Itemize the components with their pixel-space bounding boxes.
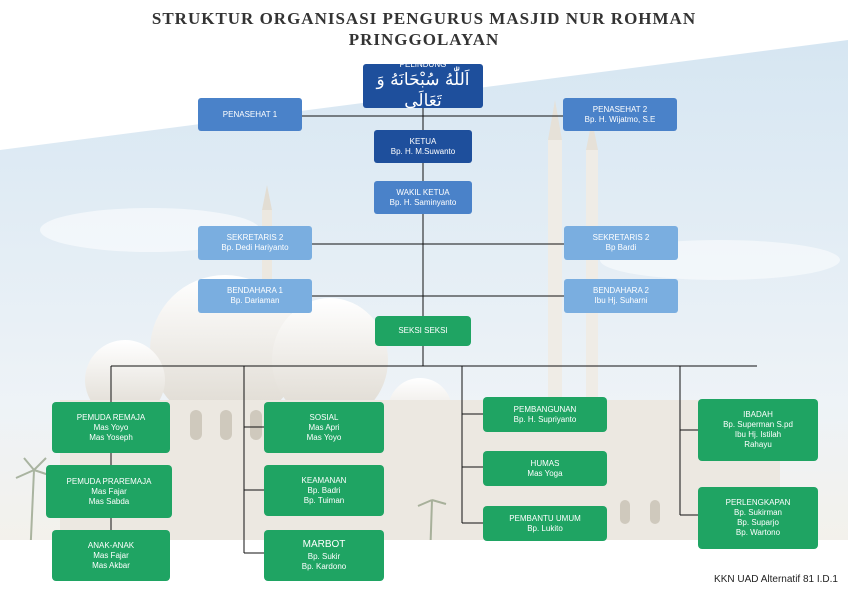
anak-anak-box: ANAK-ANAK Mas Fajar Mas Akbar	[52, 530, 170, 581]
sosial-box: SOSIAL Mas Apri Mas Yoyo	[264, 402, 384, 453]
ibadah-member-1: Bp. Superman S.pd	[723, 420, 793, 429]
penasehat2-title: PENASEHAT 2	[592, 104, 648, 114]
ketua-title: KETUA	[409, 136, 437, 146]
sosial-member-2: Mas Yoyo	[306, 432, 342, 442]
pemuda-remaja-box: PEMUDA REMAJA Mas Yoyo Mas Yoseph	[52, 402, 170, 453]
pembangunan-member-1: Bp. H. Supriyanto	[513, 414, 577, 424]
marbot-member-1: Bp. Sukir	[307, 551, 341, 561]
pemuda-remaja-member-2: Mas Yoseph	[89, 432, 133, 442]
penasehat1-title: PENASEHAT 1	[222, 109, 278, 119]
anak-anak-member-2: Mas Akbar	[92, 560, 130, 570]
pembangunan-title: PEMBANGUNAN	[513, 404, 577, 414]
sekretaris-right-title: SEKRETARIS 2	[592, 233, 650, 242]
marbot-title: MARBOT	[302, 539, 346, 551]
pemuda-remaja-title: PEMUDA REMAJA	[76, 412, 146, 422]
keamanan-title: KEAMANAN	[301, 475, 347, 485]
perlengkapan-member-2: Bp. Suparjo	[737, 518, 779, 527]
credit-text: KKN UAD Alternatif 81 I.D.1	[714, 574, 838, 585]
sekretaris-right-name: Bp Bardi	[605, 243, 637, 252]
pembantu-umum-box: PEMBANTU UMUM Bp. Lukito	[483, 506, 607, 541]
perlengkapan-title: PERLENGKAPAN	[725, 498, 791, 507]
chart-title-line1: STRUKTUR ORGANISASI PENGURUS MASJID NUR …	[151, 9, 697, 28]
pemuda-remaja-member-1: Mas Yoyo	[93, 422, 129, 432]
marbot-box: MARBOT Bp. Sukir Bp. Kardono	[264, 530, 384, 581]
ibadah-member-3: Rahayu	[744, 440, 772, 449]
wakil-ketua-name: Bp. H. Saminyanto	[389, 197, 457, 207]
sekretaris-left-box: SEKRETARIS 2 Bp. Dedi Hariyanto	[198, 226, 312, 260]
sosial-title: SOSIAL	[309, 412, 339, 422]
penasehat2-name: Bp. H. Wijatmo, S.E	[584, 114, 656, 124]
sekretaris-left-name: Bp. Dedi Hariyanto	[221, 243, 289, 252]
ibadah-member-2: Ibu Hj. Istilah	[734, 430, 782, 439]
perlengkapan-member-3: Bp. Wartono	[735, 528, 781, 537]
ketua-box: KETUA Bp. H. M.Suwanto	[374, 130, 472, 163]
humas-member-1: Mas Yoga	[527, 468, 563, 478]
pemuda-praremaja-title: PEMUDA PRAREMAJA	[66, 476, 152, 486]
ibadah-title: IBADAH	[743, 410, 773, 419]
seksi-seksi-title: SEKSI SEKSI	[398, 326, 448, 335]
bendahara-left-name: Bp. Dariaman	[230, 296, 280, 305]
sekretaris-left-title: SEKRETARIS 2	[226, 233, 284, 242]
penasehat1-box: PENASEHAT 1	[198, 98, 302, 131]
bendahara-right-name: Ibu Hj. Suharni	[594, 296, 648, 305]
keamanan-member-2: Bp. Tuiman	[303, 495, 345, 505]
pelindung-title: PELINDUNG	[399, 59, 447, 69]
bendahara-right-box: BENDAHARA 2 Ibu Hj. Suharni	[564, 279, 678, 313]
keamanan-box: KEAMANAN Bp. Badri Bp. Tuiman	[264, 465, 384, 516]
seksi-seksi-box: SEKSI SEKSI	[375, 316, 471, 346]
bendahara-right-title: BENDAHARA 2	[592, 286, 650, 295]
humas-title: HUMAS	[530, 458, 560, 468]
pemuda-praremaja-member-1: Mas Fajar	[91, 486, 127, 496]
ibadah-box: IBADAH Bp. Superman S.pd Ibu Hj. Istilah…	[698, 399, 818, 461]
pembantu-umum-member-1: Bp. Lukito	[527, 523, 563, 533]
anak-anak-title: ANAK-ANAK	[87, 540, 135, 550]
pemuda-praremaja-member-2: Mas Sabda	[88, 496, 130, 506]
pelindung-box: PELINDUNG اَللّٰهُ سُبْحَانَهُ وَ تَعَال…	[363, 60, 483, 111]
pembantu-umum-title: PEMBANTU UMUM	[509, 513, 581, 523]
pemuda-praremaja-box: PEMUDA PRAREMAJA Mas Fajar Mas Sabda	[46, 465, 172, 518]
penasehat2-box: PENASEHAT 2 Bp. H. Wijatmo, S.E	[563, 98, 677, 131]
keamanan-member-1: Bp. Badri	[307, 485, 341, 495]
marbot-member-2: Bp. Kardono	[301, 561, 347, 571]
bendahara-left-title: BENDAHARA 1	[226, 286, 284, 295]
ketua-name: Bp. H. M.Suwanto	[390, 146, 456, 156]
perlengkapan-member-1: Bp. Sukirman	[733, 508, 783, 517]
bendahara-left-box: BENDAHARA 1 Bp. Dariaman	[198, 279, 312, 313]
pelindung-name: اَللّٰهُ سُبْحَانَهُ وَ تَعَالَى	[376, 69, 470, 111]
chart-title-line2: PRINGGOLAYAN	[348, 30, 500, 49]
sosial-member-1: Mas Apri	[308, 422, 340, 432]
pembangunan-box: PEMBANGUNAN Bp. H. Supriyanto	[483, 397, 607, 432]
sekretaris-right-box: SEKRETARIS 2 Bp Bardi	[564, 226, 678, 260]
anak-anak-member-1: Mas Fajar	[93, 550, 129, 560]
wakil-ketua-box: WAKIL KETUA Bp. H. Saminyanto	[374, 181, 472, 214]
wakil-ketua-title: WAKIL KETUA	[396, 187, 450, 197]
perlengkapan-box: PERLENGKAPAN Bp. Sukirman Bp. Suparjo Bp…	[698, 487, 818, 549]
humas-box: HUMAS Mas Yoga	[483, 451, 607, 486]
